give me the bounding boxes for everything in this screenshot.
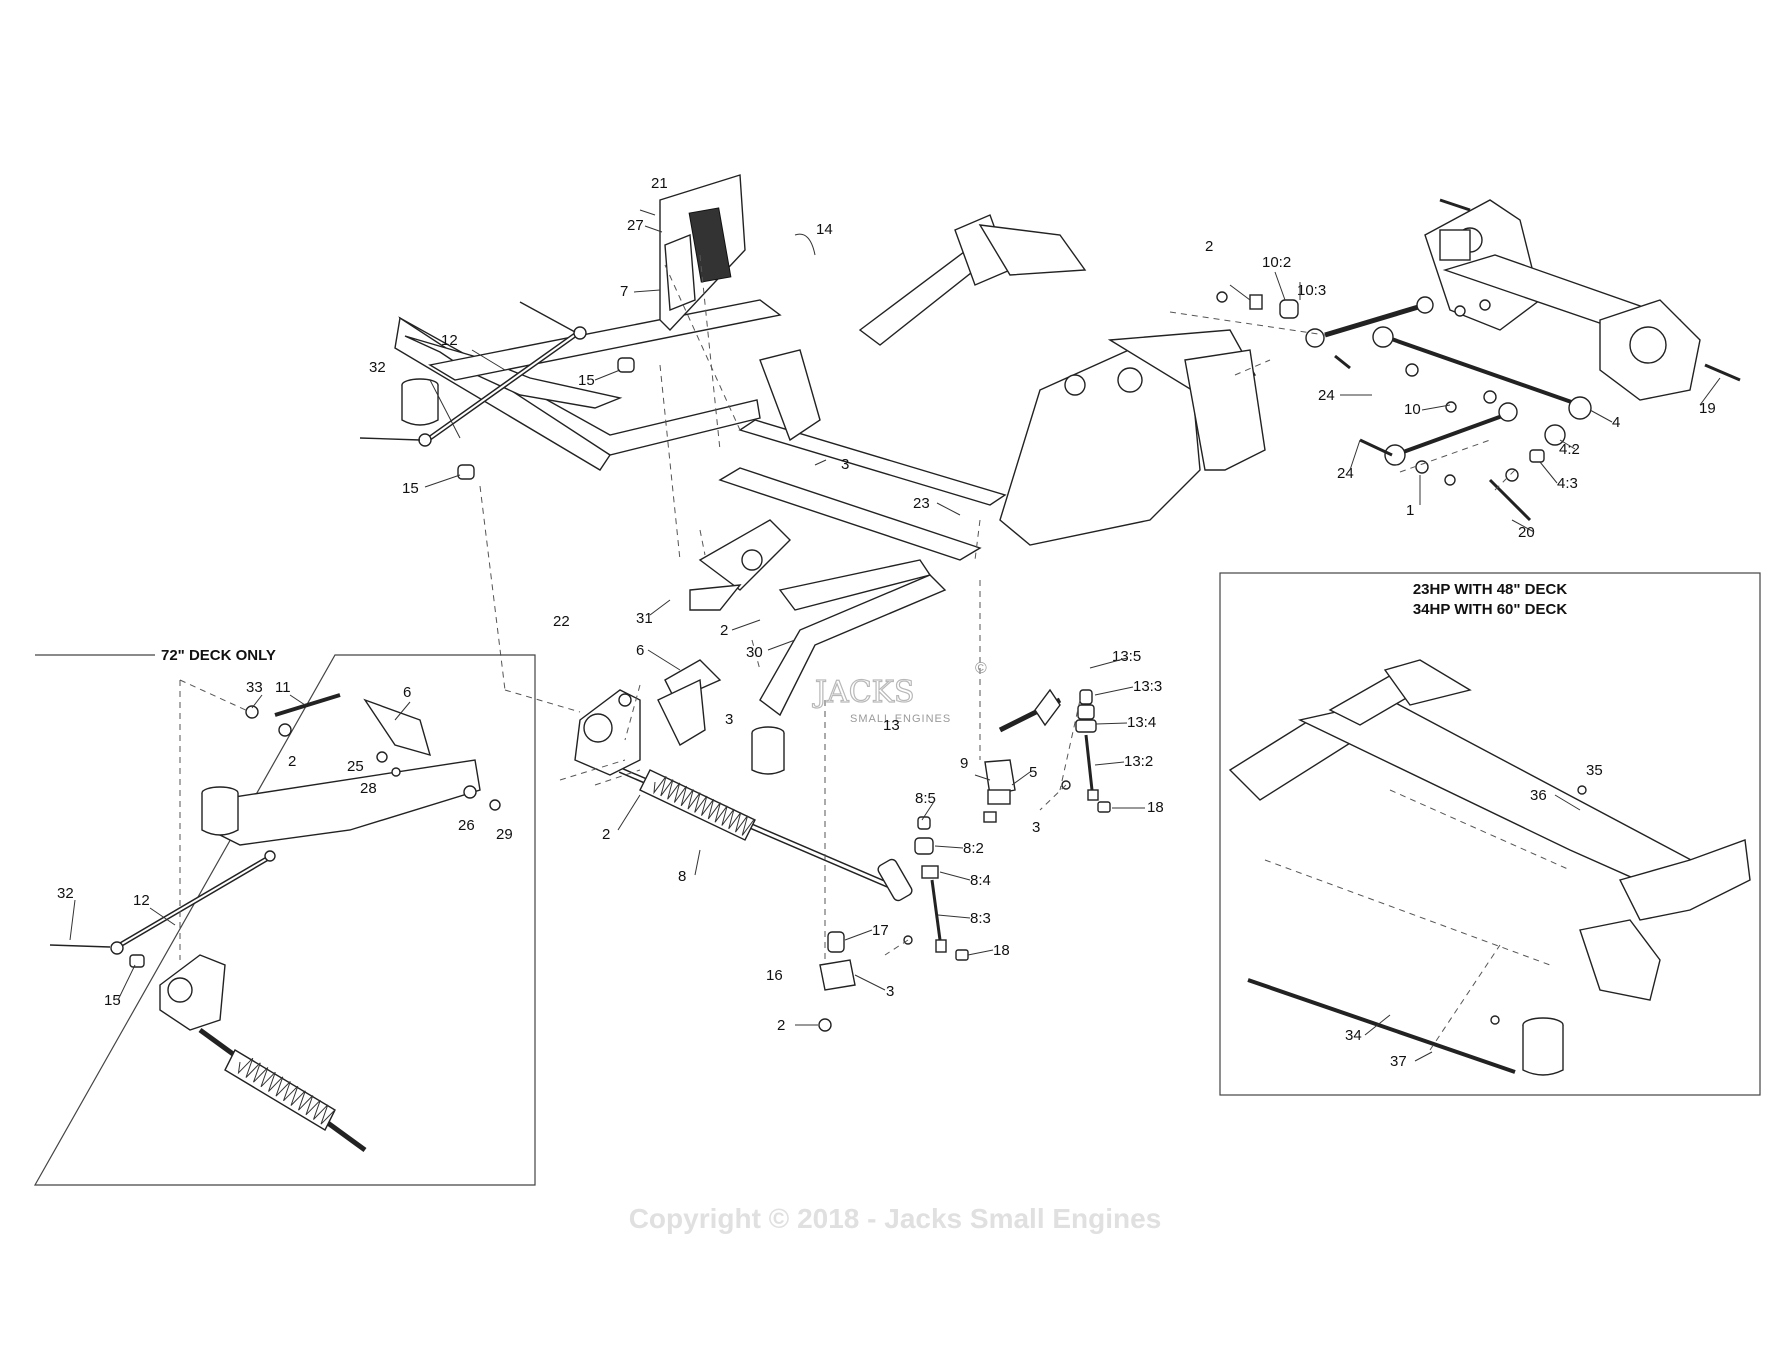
callout-label: 6: [636, 642, 644, 659]
callout-label: 11: [275, 679, 291, 696]
callout-label: 19: [1699, 400, 1716, 417]
callout-label: 8:3: [970, 910, 991, 927]
callout-label: 20: [1518, 524, 1535, 541]
callout-label: 21: [651, 175, 668, 192]
link-13-series: [1061, 689, 1111, 813]
callout-label: 10:3: [1297, 282, 1326, 299]
inset-72-deck: [33, 654, 536, 1186]
callout-label: 32: [369, 359, 386, 376]
callout-label: 17: [872, 922, 889, 939]
callout-label: 33: [246, 679, 263, 696]
callout-label: 8: [678, 868, 686, 885]
callout-label: 2: [602, 826, 610, 843]
callout-label: 26: [458, 817, 475, 834]
callout-label: 15: [104, 992, 121, 1009]
main-callouts: 21 27 7 14 12 32 15 15 3 23 31 2 30 22 6…: [369, 175, 1716, 1034]
callout-label: 29: [496, 826, 513, 843]
callout-label: 9: [960, 755, 968, 772]
callout-label: 18: [993, 942, 1010, 959]
callout-label: 28: [360, 780, 377, 797]
callout-label: 12: [133, 892, 150, 909]
main-leaders: [424, 209, 1721, 1026]
callout-label: 36: [1530, 787, 1547, 804]
block-9-5: [983, 759, 1016, 823]
callout-label: 12: [441, 332, 458, 349]
callout-label: 18: [1147, 799, 1164, 816]
inset-hp-title-line2: 34HP WITH 60" DECK: [1413, 601, 1568, 618]
callout-label: 8:4: [970, 872, 991, 889]
callout-label: 16: [766, 967, 783, 984]
main-frame-drawing: [394, 214, 1266, 775]
callout-label: 14: [816, 221, 833, 238]
callout-label: 15: [578, 372, 595, 389]
inset-72-title: 72" DECK ONLY: [161, 647, 276, 664]
callout-label: 35: [1586, 762, 1603, 779]
callout-label: 37: [1390, 1053, 1407, 1070]
lift-arm-13: [998, 688, 1062, 733]
link-8-series: [903, 816, 969, 961]
callout-label: 2: [777, 1017, 785, 1034]
callout-label: 15: [402, 480, 419, 497]
inset-72-labels: 72" DECK ONLY 33 11 6 2 25 28 26 29 32 1…: [57, 647, 513, 1009]
assembly-lines-main: [479, 254, 1516, 960]
rear-links: [1216, 198, 1741, 522]
callout-label: 7: [620, 283, 628, 300]
bracket-assembly-7: [659, 174, 746, 332]
callout-label: 24: [1318, 387, 1335, 404]
callout-label: 8:2: [963, 840, 984, 857]
watermark-sub: SMALL ENGINES: [850, 713, 951, 725]
callout-label: 10: [1404, 401, 1421, 418]
rod-12: [359, 301, 635, 480]
callout-label: 3: [1032, 819, 1040, 836]
callout-label: 5: [1029, 764, 1037, 781]
callout-label: 8:5: [915, 790, 936, 807]
callout-label: 1: [1406, 502, 1414, 519]
inset-hp-labels: 23HP WITH 48" DECK 34HP WITH 60" DECK 35…: [1345, 581, 1603, 1070]
block-16-17: [818, 931, 856, 1032]
callout-label: 32: [57, 885, 74, 902]
callout-label: 23: [913, 495, 930, 512]
inset-hp-deck: [1219, 572, 1761, 1096]
callout-label: 3: [725, 711, 733, 728]
watermark-brand: JACKS: [812, 675, 915, 710]
callout-label: 2: [720, 622, 728, 639]
callout-label: 4:3: [1557, 475, 1578, 492]
rear-cross-member: [1424, 199, 1701, 401]
callout-label: 13:3: [1133, 678, 1162, 695]
hose-14: [794, 233, 816, 256]
callout-label: 6: [403, 684, 411, 701]
callout-label: 27: [627, 217, 644, 234]
callout-label: 25: [347, 758, 364, 775]
callout-label: 4: [1612, 414, 1620, 431]
callout-label: 24: [1337, 465, 1354, 482]
spring-assembly-8: [618, 767, 913, 902]
jacks-watermark: JACKS © SMALL ENGINES: [811, 660, 987, 725]
callout-label: 30: [746, 644, 763, 661]
callout-label: 13: [883, 717, 900, 734]
callout-label: 34: [1345, 1027, 1362, 1044]
callout-label: 3: [841, 456, 849, 473]
callout-label: 13:5: [1112, 648, 1141, 665]
callout-label: 13:4: [1127, 714, 1156, 731]
inset-hp-title-line1: 23HP WITH 48" DECK: [1413, 581, 1568, 598]
callout-label: 13:2: [1124, 753, 1153, 770]
callout-label: 10:2: [1262, 254, 1291, 271]
callout-label: 2: [288, 753, 296, 770]
bell-crank-assembly: [574, 659, 722, 776]
watermark-registered: ©: [975, 660, 987, 677]
callout-label: 22: [553, 613, 570, 630]
callout-label: 31: [636, 610, 653, 627]
callout-label: 2: [1205, 238, 1213, 255]
callout-label: 4:2: [1559, 441, 1580, 458]
copyright-text: Copyright © 2018 - Jacks Small Engines: [629, 1203, 1162, 1234]
callout-label: 3: [886, 983, 894, 1000]
